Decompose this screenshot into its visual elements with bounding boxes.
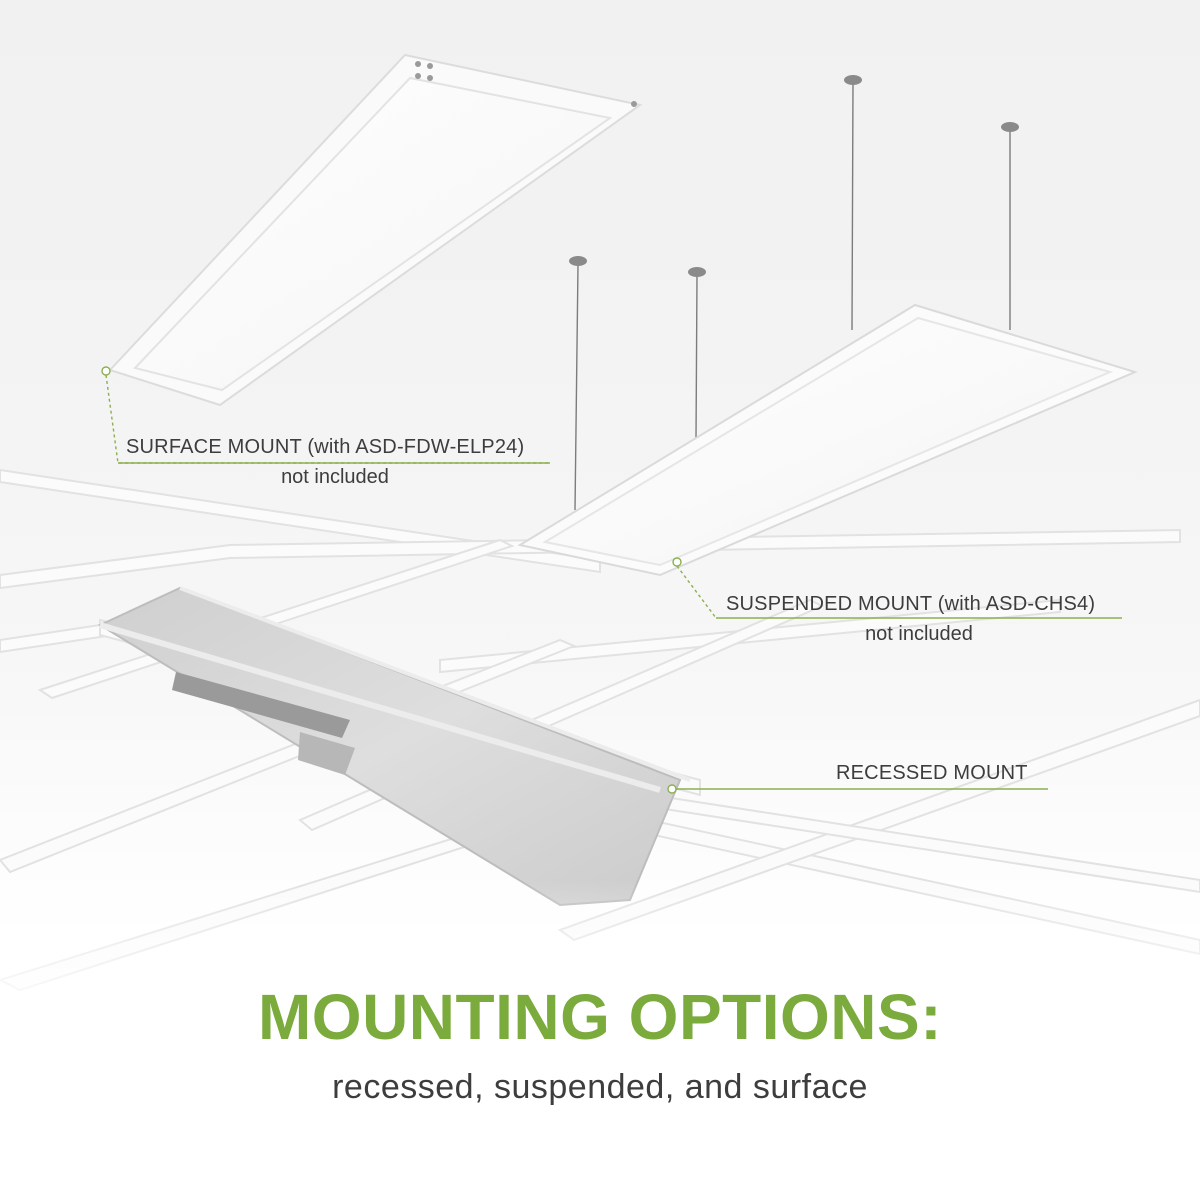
- recessed-callout-dot: [667, 784, 677, 794]
- subheadline: recessed, suspended, and surface: [332, 1068, 868, 1106]
- recessed-mount-label: RECESSED MOUNT: [836, 762, 1028, 784]
- headline: MOUNTING OPTIONS:: [257, 981, 943, 1053]
- surface-mount-panel: [108, 53, 643, 407]
- suspended-mount-panel: [517, 75, 1138, 577]
- recessed-panel: [97, 586, 691, 907]
- surface-mount-note: not included: [281, 466, 389, 488]
- suspended-mount-label: SUSPENDED MOUNT (with ASD-CHS4): [726, 593, 1096, 615]
- surface-mount-label: SURFACE MOUNT (with ASD-FDW-ELP24): [126, 436, 525, 458]
- suspended-callout-dot: [672, 557, 682, 567]
- surface-callout-dot: [101, 366, 111, 376]
- callout-leaders: [101, 366, 1122, 794]
- suspended-mount-note: not included: [865, 623, 973, 645]
